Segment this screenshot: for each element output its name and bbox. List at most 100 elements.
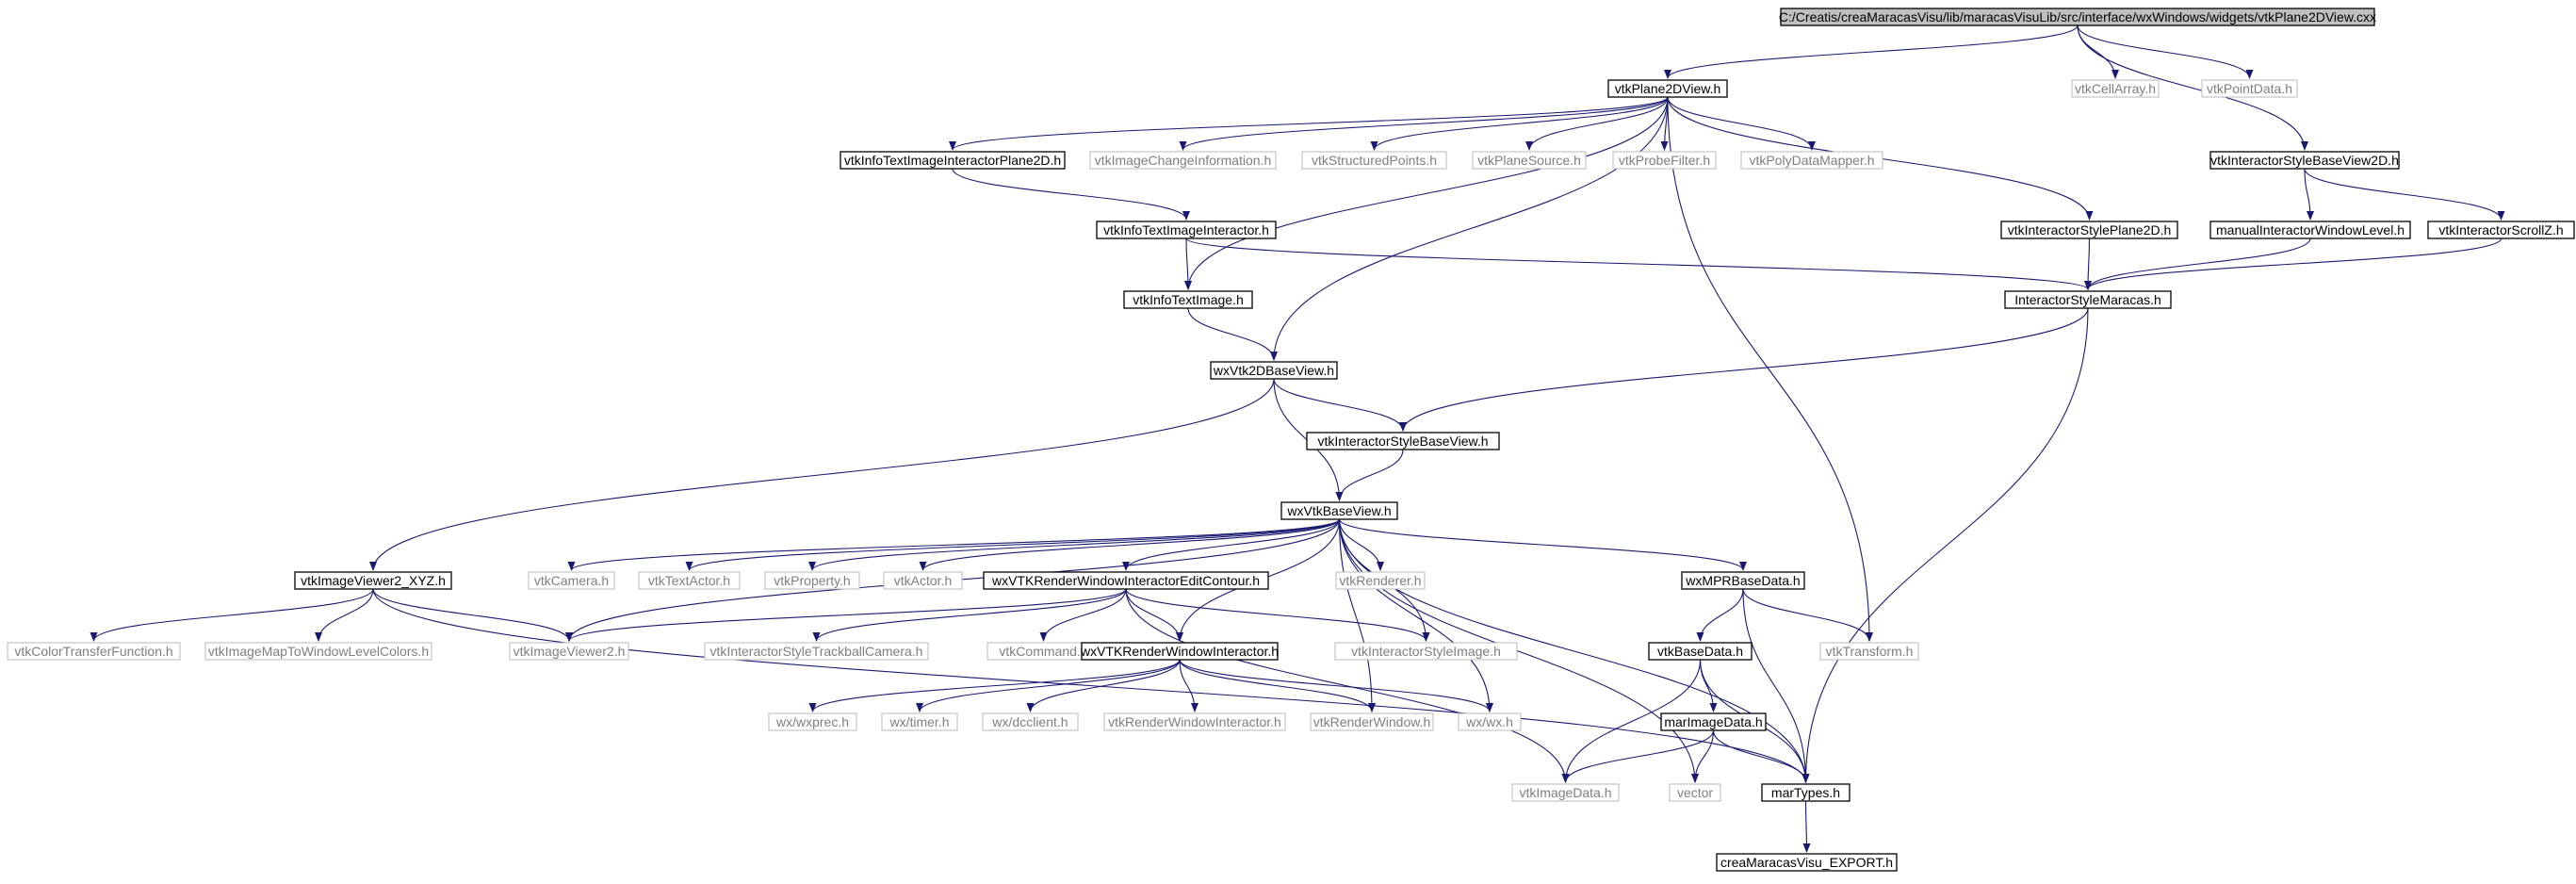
node-box bbox=[883, 571, 963, 590]
node-label: vtkInteractorStyleBaseView.h bbox=[1317, 434, 1488, 449]
node-wxvtkrwi[interactable]: wxVTKRenderWindowInteractor.h bbox=[1080, 642, 1279, 661]
node-plane2d[interactable]: vtkPlane2DView.h bbox=[1607, 79, 1728, 98]
node-box bbox=[768, 712, 857, 731]
node-isplane2d[interactable]: vtkInteractorStylePlane2D.h bbox=[2000, 221, 2178, 239]
edge-root-to-plane2d bbox=[1664, 25, 2079, 79]
node-label: vtkCellArray.h bbox=[2075, 81, 2156, 96]
node-property: vtkProperty.h bbox=[764, 571, 860, 590]
node-box bbox=[1669, 783, 1721, 802]
node-wx2dbase[interactable]: wxVtk2DBaseView.h bbox=[1210, 361, 1338, 380]
node-box bbox=[1335, 571, 1426, 590]
edge-iv2xyz-to-martypes bbox=[372, 588, 1810, 783]
edge-wxmpr-to-transform bbox=[1742, 588, 1873, 642]
node-textactor: vtkTextActor.h bbox=[638, 571, 741, 590]
node-box bbox=[1761, 783, 1850, 802]
node-label: wxVtk2DBaseView.h bbox=[1213, 363, 1334, 378]
node-export[interactable]: creaMaracasVisu_EXPORT.h bbox=[1716, 853, 1898, 872]
edge-wxvtkrwi-to-dcclient bbox=[1026, 659, 1181, 712]
edge-itiip2d-to-itii bbox=[952, 168, 1190, 221]
node-label: wxVTKRenderWindowInteractor.h bbox=[1080, 644, 1279, 659]
node-label: vtkActor.h bbox=[894, 573, 952, 588]
node-label: vtkPolyDataMapper.h bbox=[1749, 153, 1874, 168]
node-itiip2d[interactable]: vtkInfoTextImageInteractorPlane2D.h bbox=[840, 151, 1066, 170]
edge-root-to-isbv2d bbox=[2077, 25, 2308, 151]
node-box bbox=[704, 642, 929, 661]
edge-plane2d-to-wx2dbase bbox=[1270, 96, 1669, 361]
node-box bbox=[1123, 290, 1253, 309]
node-box bbox=[840, 151, 1066, 170]
node-iti[interactable]: vtkInfoTextImage.h bbox=[1123, 290, 1253, 309]
node-isscrollz[interactable]: vtkInteractorScrollZ.h bbox=[2427, 221, 2575, 239]
edge-plane2d-to-polymapper bbox=[1667, 96, 1816, 151]
node-label: vtkPlaneSource.h bbox=[1477, 153, 1581, 168]
node-wxbaseview[interactable]: wxVtkBaseView.h bbox=[1280, 501, 1398, 520]
node-iv2xyz[interactable]: vtkImageViewer2_XYZ.h bbox=[294, 571, 452, 590]
node-box bbox=[2427, 221, 2575, 239]
edge-wx2dbase-to-isbaseview bbox=[1273, 378, 1407, 432]
node-imagedata: vtkImageData.h bbox=[1511, 783, 1620, 802]
edge-ismaracas-to-isbaseview bbox=[1399, 307, 2089, 432]
node-label: vtkColorTransferFunction.h bbox=[14, 644, 172, 659]
edge-marimage-to-martypes bbox=[1712, 729, 1810, 783]
edge-martypes-to-export bbox=[1802, 800, 1811, 853]
node-box bbox=[509, 642, 629, 661]
node-timer: wx/timer.h bbox=[881, 712, 958, 731]
edge-wxvtkrwi-to-wx bbox=[1179, 659, 1493, 712]
node-basedata[interactable]: vtkBaseData.h bbox=[1648, 642, 1753, 661]
node-root[interactable]: C:/Creatis/creaMaracasVisu/lib/maracasVi… bbox=[1779, 8, 2376, 26]
node-label: wx/wxprec.h bbox=[775, 714, 849, 729]
edge-wxvtkrwiec-to-iv2 bbox=[565, 588, 1127, 642]
node-istbc: vtkInteractorStyleTrackballCamera.h bbox=[704, 642, 929, 661]
node-label: marImageData.h bbox=[1664, 714, 1762, 729]
node-polymapper: vtkPolyDataMapper.h bbox=[1740, 151, 1883, 170]
edge-basedata-to-marimage bbox=[1699, 659, 1718, 712]
node-manualiwl[interactable]: manualInteractorWindowLevel.h bbox=[2209, 221, 2411, 239]
node-actor: vtkActor.h bbox=[883, 571, 963, 590]
node-box bbox=[1210, 361, 1338, 380]
node-box bbox=[1310, 712, 1434, 731]
edge-wxvtkrwi-to-timer bbox=[916, 659, 1181, 712]
node-command: vtkCommand.h bbox=[986, 642, 1101, 661]
edge-wxbaseview-to-actor bbox=[919, 518, 1341, 571]
edge-wxvtkrwiec-to-istbc bbox=[812, 588, 1127, 642]
node-ismaracas[interactable]: InteractorStyleMaracas.h bbox=[2004, 290, 2172, 309]
node-label: vtkCommand.h bbox=[999, 644, 1087, 659]
edge-isbv2d-to-isscrollz bbox=[2304, 168, 2505, 221]
node-martypes[interactable]: marTypes.h bbox=[1761, 783, 1850, 802]
node-box bbox=[2209, 151, 2400, 170]
node-isbv2d[interactable]: vtkInteractorStyleBaseView2D.h bbox=[2209, 151, 2400, 170]
node-box bbox=[1089, 151, 1277, 170]
node-box bbox=[1458, 712, 1522, 731]
node-label: vtkImageChangeInformation.h bbox=[1095, 153, 1272, 168]
node-label: vtkInteractorStyleBaseView2D.h bbox=[2210, 153, 2399, 168]
node-label: vtkPointData.h bbox=[2207, 81, 2292, 96]
edge-wxbaseview-to-renderwindow bbox=[1338, 518, 1376, 712]
node-layer: C:/Creatis/creaMaracasVisu/lib/maracasVi… bbox=[7, 8, 2575, 872]
node-camera: vtkCamera.h bbox=[528, 571, 615, 590]
edge-itii-to-iti bbox=[1183, 237, 1192, 290]
edge-wxvtkrwi-to-renderwindow bbox=[1179, 659, 1376, 712]
node-label: wx/dcclient.h bbox=[991, 714, 1068, 729]
node-structpts: vtkStructuredPoints.h bbox=[1301, 151, 1447, 170]
node-label: wxVtkBaseView.h bbox=[1286, 503, 1391, 518]
node-wxmpr[interactable]: wxMPRBaseData.h bbox=[1681, 571, 1805, 590]
node-label: vtkTransform.h bbox=[1826, 644, 1914, 659]
node-label: vtkInfoTextImageInteractor.h bbox=[1103, 222, 1269, 237]
node-box bbox=[1334, 642, 1518, 661]
node-itii[interactable]: vtkInfoTextImageInteractor.h bbox=[1096, 221, 1277, 239]
node-wx: wx/wx.h bbox=[1458, 712, 1522, 731]
node-wxvtkrwiec[interactable]: wxVTKRenderWindowInteractorEditContour.h bbox=[983, 571, 1269, 590]
edge-wxvtkrwiec-to-command bbox=[1039, 588, 1127, 642]
node-renderwindow: vtkRenderWindow.h bbox=[1310, 712, 1434, 731]
node-box bbox=[294, 571, 452, 590]
node-label: vtkCamera.h bbox=[534, 573, 609, 588]
edge-isbaseview-to-wxbaseview bbox=[1335, 449, 1404, 501]
node-vector: vector bbox=[1669, 783, 1721, 802]
node-label: creaMaracasVisu_EXPORT.h bbox=[1720, 855, 1893, 870]
node-label: marTypes.h bbox=[1771, 785, 1840, 800]
node-isbaseview[interactable]: vtkInteractorStyleBaseView.h bbox=[1306, 432, 1500, 450]
node-marimage[interactable]: marImageData.h bbox=[1660, 712, 1767, 731]
node-box bbox=[983, 571, 1269, 590]
edge-wxbaseview-to-wxvtkrwiec bbox=[1122, 518, 1341, 571]
node-label: wx/wx.h bbox=[1465, 714, 1513, 729]
